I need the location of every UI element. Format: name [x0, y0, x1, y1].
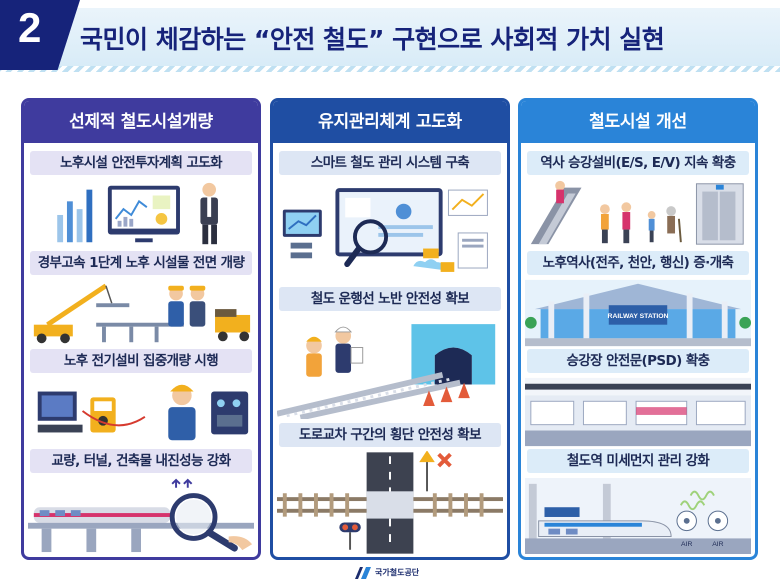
item-label: 철도역 미세먼지 관리 강화 [527, 449, 749, 473]
logo-text: 국가철도공단 [375, 568, 420, 577]
electrical-upgrade-illustration [28, 377, 254, 447]
header-stripe [0, 66, 780, 72]
air-label: AIR [712, 541, 723, 548]
air-label: AIR [681, 541, 692, 548]
level-crossing-illustration [277, 451, 503, 555]
station-building-illustration: RAILWAY STATION [525, 279, 751, 347]
seismic-reinforcement-illustration [28, 477, 254, 555]
gyeongbu-upgrade-illustration [28, 279, 254, 347]
investment-plan-illustration [28, 179, 254, 249]
item-label: 노후역사(전주, 천안, 행신) 증·개축 [527, 251, 749, 275]
item-label: 노후 전기설비 집중개량 시행 [30, 349, 252, 373]
item-label: 노후시설 안전투자계획 고도화 [30, 151, 252, 175]
item-label: 역사 승강설비(E/S, E/V) 지속 확충 [527, 151, 749, 175]
station-sign-text: RAILWAY STATION [608, 313, 669, 320]
fine-dust-illustration: AIR AIR [525, 477, 751, 555]
header-band [0, 8, 780, 70]
item-label: 철도 운행선 노반 안전성 확보 [279, 287, 501, 311]
platform-screen-door-illustration [525, 377, 751, 447]
column-title: 유지관리체계 고도화 [273, 101, 507, 143]
page-title: 국민이 체감하는 “안전 철도” 구현으로 사회적 가치 실현 [80, 25, 665, 54]
item-label: 스마트 철도 관리 시스템 구축 [279, 151, 501, 175]
column-title: 철도시설 개선 [521, 101, 755, 143]
column-title: 선제적 철도시설개량 [24, 101, 258, 143]
section-number: 2 [18, 4, 42, 51]
roadbed-safety-illustration [277, 315, 503, 419]
item-label: 승강장 안전문(PSD) 확충 [527, 349, 749, 373]
column-facility-upgrade: 선제적 철도시설개량 노후시설 안전투자계획 고도화 경부고속 1단계 노후 시… [21, 98, 261, 560]
escalator-elevator-illustration [525, 179, 751, 247]
kr-logo-icon [355, 567, 371, 579]
item-label: 교량, 터널, 건축물 내진성능 강화 [30, 449, 252, 473]
item-label: 도로교차 구간의 횡단 안전성 확보 [279, 423, 501, 447]
item-label: 경부고속 1단계 노후 시설물 전면 개량 [30, 251, 252, 275]
smart-management-illustration [277, 179, 503, 283]
column-maintenance-advancement: 유지관리체계 고도화 스마트 철도 관리 시스템 구축 철도 운행선 노반 안전… [270, 98, 510, 560]
organization-logo: 국가철도공단 [354, 565, 426, 581]
page-header: 2 국민이 체감하는 “안전 철도” 구현으로 사회적 가치 실현 [0, 0, 780, 78]
column-facility-improvement: 철도시설 개선 역사 승강설비(E/S, E/V) 지속 확충 노후역사(전주,… [518, 98, 758, 560]
